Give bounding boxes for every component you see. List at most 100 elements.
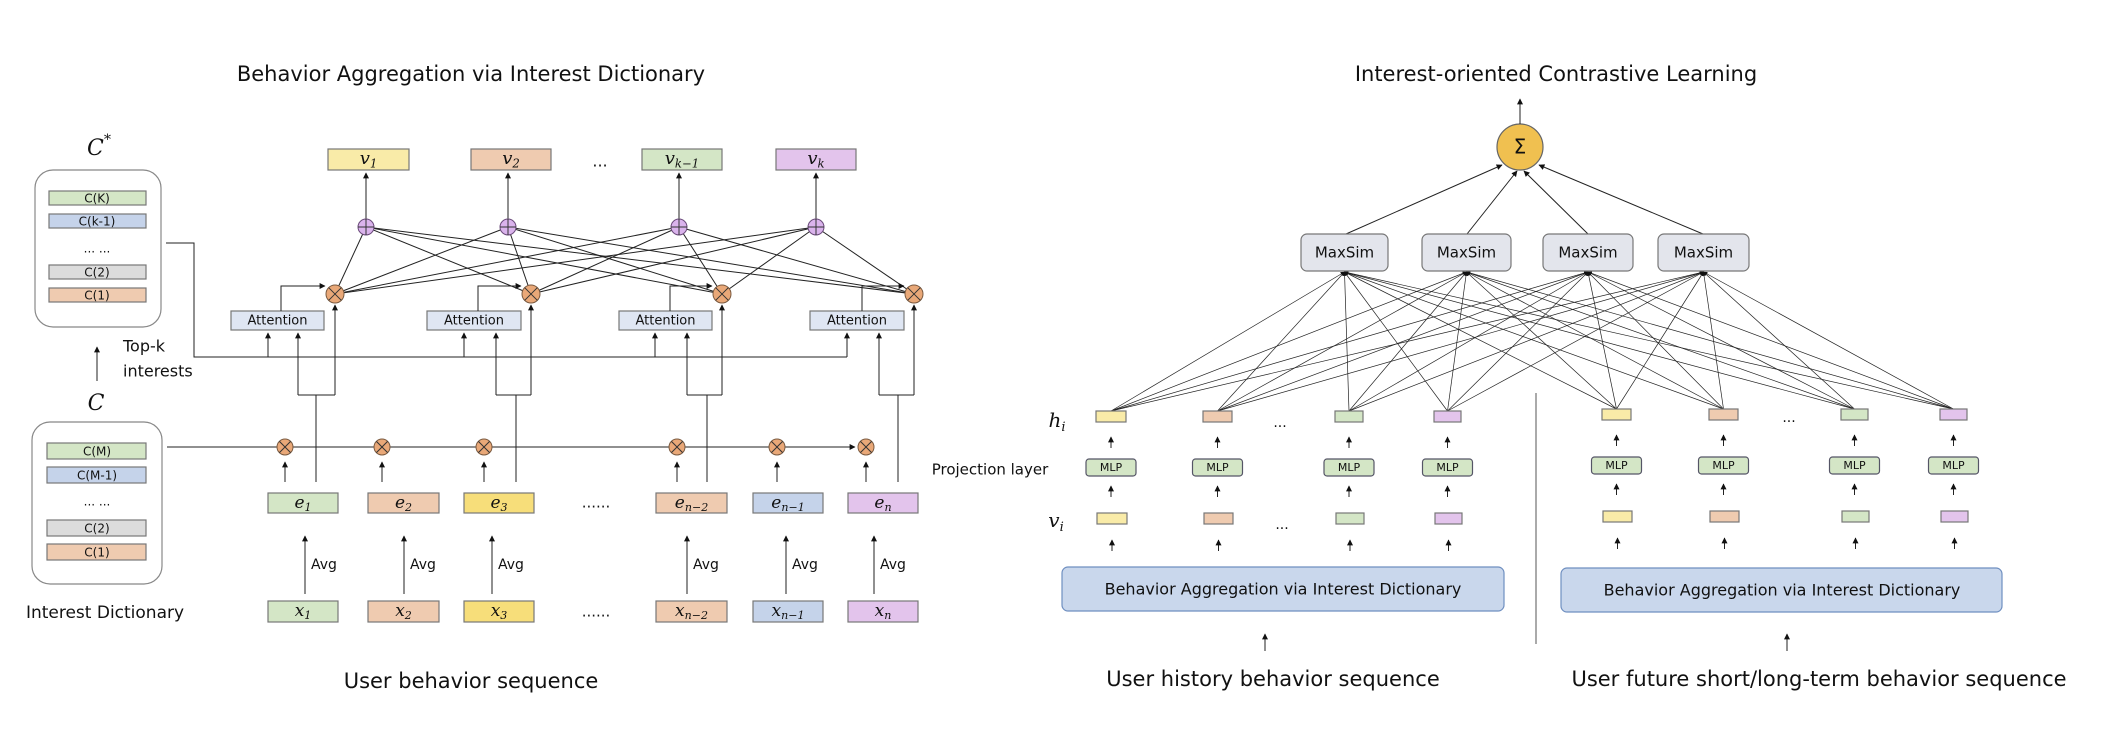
h-to-maxsim-arrow bbox=[1587, 271, 1855, 410]
h-to-maxsim-arrow bbox=[1110, 271, 1467, 412]
embedding-box bbox=[267, 492, 339, 514]
mlp-box bbox=[1323, 458, 1375, 477]
c-star-item bbox=[48, 264, 147, 280]
attention-label: Attention bbox=[248, 314, 308, 329]
attention-to-otimes-arrow bbox=[280, 283, 326, 311]
v-box bbox=[1335, 512, 1365, 525]
maxsim-box bbox=[1421, 233, 1512, 272]
c-item-label: C(M-1) bbox=[77, 469, 117, 483]
v-box bbox=[1602, 510, 1633, 523]
otimes-cross bbox=[524, 287, 538, 301]
math-base: v bbox=[807, 148, 817, 169]
math-subscript: k bbox=[818, 156, 825, 170]
attention-label: Attention bbox=[636, 314, 696, 329]
otimes-node bbox=[373, 438, 391, 456]
mlp-box bbox=[1421, 458, 1474, 477]
attention-to-otimes-arrow bbox=[669, 283, 713, 311]
h-box bbox=[1840, 408, 1869, 421]
c-item bbox=[46, 442, 147, 460]
math-subscript: 1 bbox=[370, 156, 377, 170]
input-label: x2 bbox=[395, 601, 412, 623]
output-label: v1 bbox=[360, 148, 378, 170]
v-label: vi bbox=[1048, 508, 1063, 535]
math-base: e bbox=[395, 493, 405, 513]
h-to-maxsim-arrow bbox=[1701, 271, 1724, 410]
otimes-cross bbox=[671, 441, 683, 453]
otimes-node bbox=[712, 284, 732, 304]
avg-label: Avg bbox=[410, 557, 436, 573]
math-subscript: n bbox=[884, 609, 891, 622]
math-subscript: n−1 bbox=[781, 609, 804, 622]
otimes-node bbox=[521, 284, 541, 304]
math-base: e bbox=[675, 493, 685, 513]
oplus-node bbox=[807, 218, 825, 236]
c-item bbox=[46, 519, 147, 537]
output-box-v bbox=[470, 148, 552, 171]
math-subscript: 1 bbox=[304, 609, 311, 622]
h-to-maxsim-arrow bbox=[1344, 270, 1954, 410]
h-to-maxsim-arrow bbox=[1344, 271, 1617, 410]
otimes-to-oplus-line bbox=[530, 226, 817, 295]
math-base: x bbox=[675, 601, 685, 621]
future-aggregation-box bbox=[1560, 567, 2003, 613]
history-aggregation-box bbox=[1061, 566, 1505, 612]
oplus-node bbox=[357, 218, 375, 236]
embedding-box bbox=[847, 492, 919, 514]
otimes-cross bbox=[279, 441, 291, 453]
c-item bbox=[46, 543, 147, 561]
math-base: x bbox=[395, 601, 405, 621]
math-base: v bbox=[665, 148, 675, 169]
h-to-maxsim-arrow bbox=[1703, 271, 1954, 410]
v-box bbox=[1841, 510, 1870, 523]
maxsim-box bbox=[1300, 233, 1389, 272]
h-to-maxsim-arrow bbox=[1466, 271, 1954, 410]
maxsim-box bbox=[1542, 233, 1634, 272]
topk-line bbox=[166, 242, 847, 358]
math-base: v bbox=[1048, 508, 1060, 532]
v-box bbox=[1709, 510, 1740, 523]
h-to-maxsim-arrow bbox=[1217, 271, 1467, 412]
otimes-to-oplus-line bbox=[334, 226, 367, 295]
embedding-box bbox=[752, 492, 824, 514]
h-to-maxsim-arrow bbox=[1348, 271, 1704, 412]
c-item-label: C(1) bbox=[84, 546, 109, 560]
math-subscript: n−2 bbox=[685, 501, 708, 514]
h-to-maxsim-arrow bbox=[1344, 270, 1855, 410]
input-box bbox=[752, 600, 824, 623]
math-base: e bbox=[294, 493, 304, 513]
c-star-item-label: C(K) bbox=[84, 192, 110, 206]
math-subscript: i bbox=[1060, 520, 1064, 535]
h-box bbox=[1433, 410, 1462, 423]
embedding-label: e1 bbox=[294, 493, 311, 515]
c-star-item-label: C(1) bbox=[84, 289, 109, 303]
embedding-label: en−1 bbox=[771, 493, 804, 515]
output-label: vk−1 bbox=[665, 148, 699, 170]
h-box bbox=[1601, 408, 1632, 421]
math-base: C bbox=[87, 136, 104, 161]
math-subscript: n−1 bbox=[781, 501, 804, 514]
maxsim-to-sum-arrow bbox=[1466, 170, 1518, 235]
otimes-to-oplus-line bbox=[507, 226, 915, 295]
attention-box bbox=[426, 310, 522, 331]
otimes-to-oplus-line bbox=[815, 226, 915, 295]
mlp-box bbox=[1927, 456, 1980, 475]
math-base: h bbox=[1048, 408, 1061, 432]
c-star-item-label: C(2) bbox=[84, 266, 109, 280]
c-star-item bbox=[48, 287, 147, 303]
embedding-label: en bbox=[874, 493, 891, 515]
v-ellipsis: ... bbox=[1275, 517, 1288, 533]
mlp-label: MLP bbox=[1206, 461, 1229, 474]
h-to-maxsim-arrow bbox=[1217, 271, 1704, 412]
c-star-item-label: ... ... bbox=[84, 242, 111, 256]
c-label: C bbox=[88, 391, 105, 416]
c-star-item bbox=[48, 190, 147, 206]
avg-label: Avg bbox=[880, 557, 906, 573]
math-base: x bbox=[491, 601, 501, 621]
otimes-to-oplus-line bbox=[365, 226, 723, 295]
h-to-maxsim-arrow bbox=[1587, 271, 1724, 410]
avg-label: Avg bbox=[693, 557, 719, 573]
maxsim-to-sum-arrow bbox=[1538, 164, 1704, 235]
avg-label: Avg bbox=[792, 557, 818, 573]
